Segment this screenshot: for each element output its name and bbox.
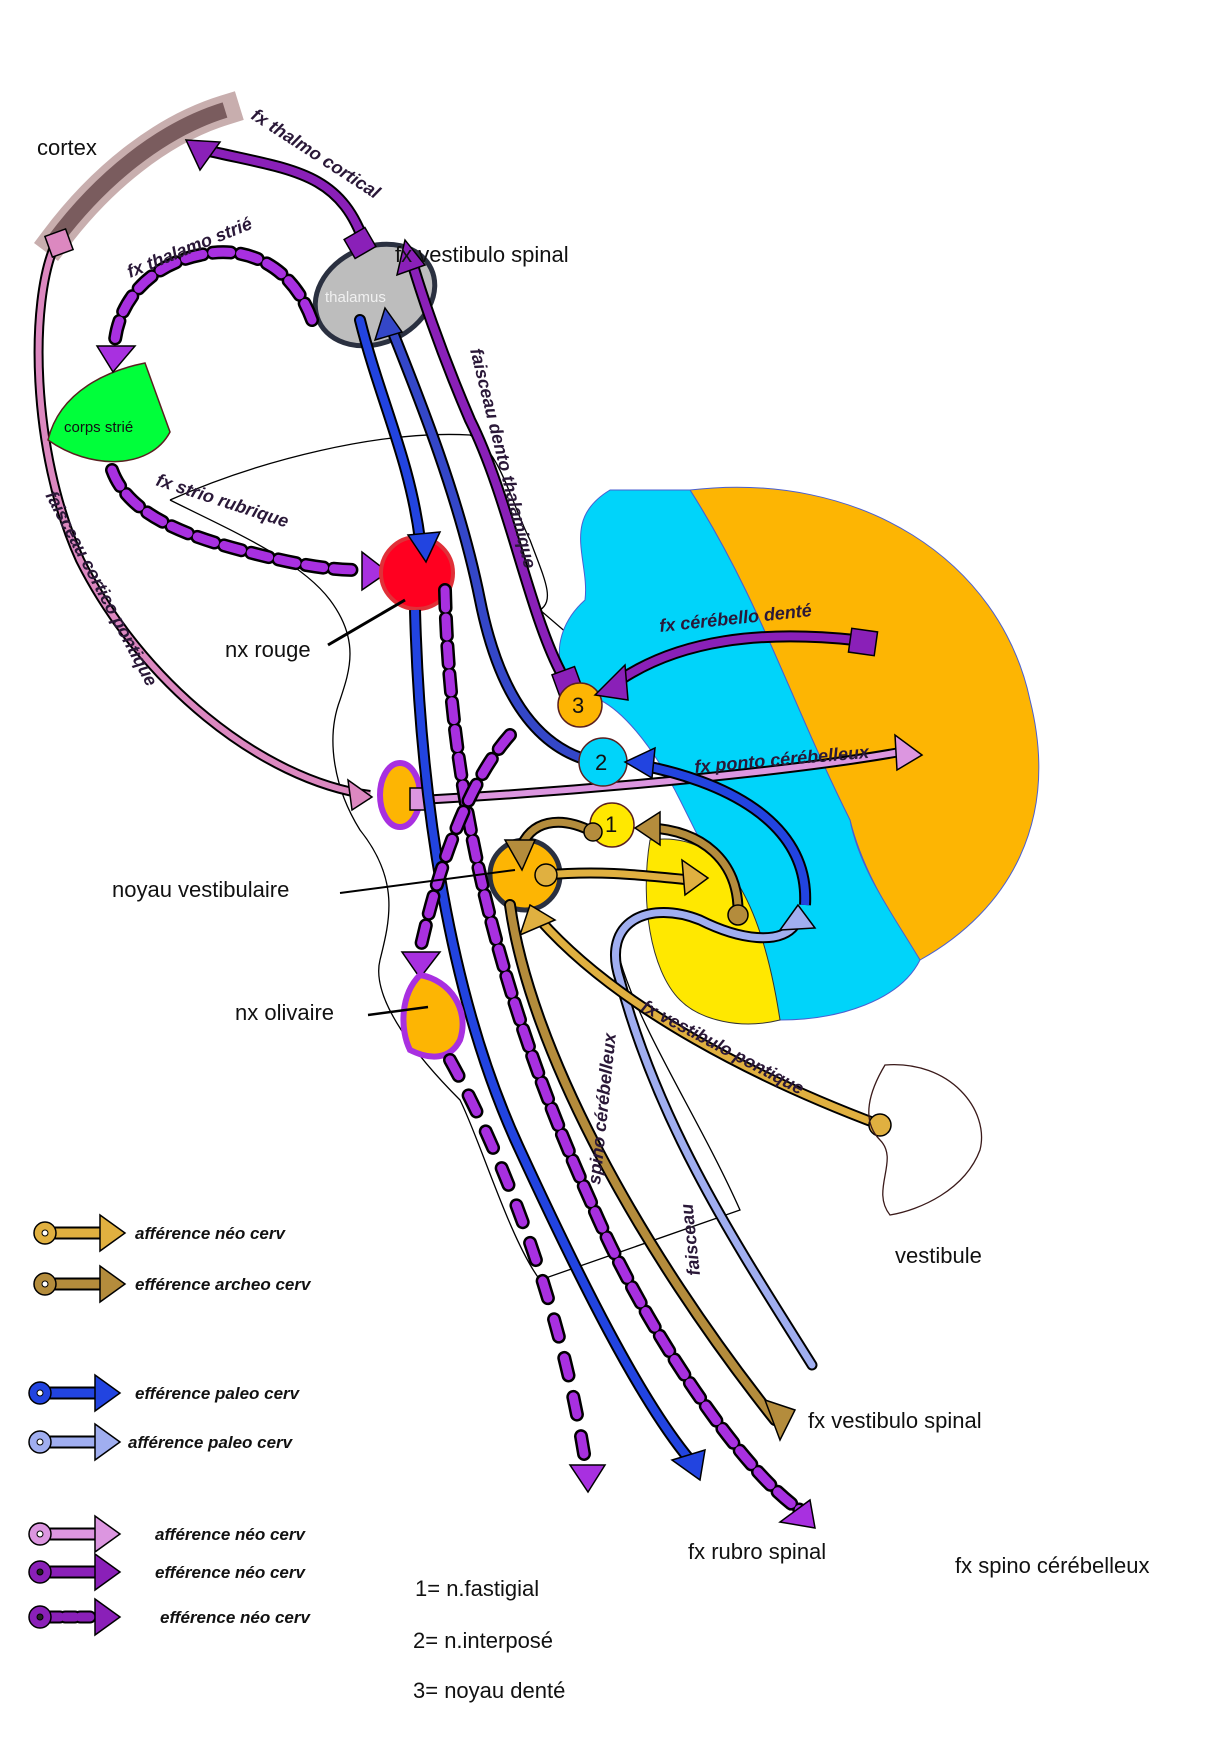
cortex-label: cortex <box>37 135 97 160</box>
cerebello-dente-arrowhead <box>593 663 629 701</box>
dashed-efferent-olive-arrowhead <box>400 951 442 980</box>
thalamus-label: thalamus <box>325 289 386 306</box>
legend-arrowhead <box>94 1373 122 1413</box>
corps-strie <box>47 362 171 463</box>
dashed-efferent-long-arrowhead <box>778 1498 816 1529</box>
thalmo-cortical-arrowhead <box>184 139 222 172</box>
spino-cerebelleux-vertical-label: spino cérébelleux <box>584 1031 620 1185</box>
rubro-spinal-label: fx rubro spinal <box>688 1539 826 1564</box>
archeo-loop-origin <box>727 904 749 926</box>
vestibule-outline <box>868 1064 983 1216</box>
nucleus-2-label: 2 <box>595 750 607 775</box>
strio-rubrique-tract <box>105 463 367 577</box>
nx-olivaire <box>400 971 466 1060</box>
legend-arrowhead <box>99 1264 127 1304</box>
legend-label: afférence néo cerv <box>155 1525 306 1544</box>
vestibule-label: vestibule <box>895 1243 982 1268</box>
nucleus-1-label: 1 <box>605 812 617 837</box>
ponto-cerebelleux-arrowhead <box>894 733 924 772</box>
legend-label: afférence paleo cerv <box>128 1433 294 1452</box>
vestibulo-spinal-bottom-label: fx vestibulo spinal <box>808 1408 982 1433</box>
legend-label: efférence archeo cerv <box>135 1275 312 1294</box>
dashed-olivo-descending <box>443 1053 592 1467</box>
legend-arrowhead <box>94 1552 122 1592</box>
legend-item: efférence paleo cerv <box>28 1373 301 1413</box>
nucleus-3-label: 3 <box>572 693 584 718</box>
archeo-loop-arrowhead <box>633 810 661 847</box>
nuclei-key-1: 1= n.fastigial <box>415 1576 539 1601</box>
vestibulaire-pointer <box>339 869 516 894</box>
vestibulo-pontique-origin <box>868 1113 892 1137</box>
fastigial-origin-dot <box>583 822 603 842</box>
dashed-olivo-descending-arrowhead <box>568 1464 607 1494</box>
nuclei-key-3: 3= noyau denté <box>413 1678 565 1703</box>
vestibulo-cerebellar-origin <box>534 863 558 887</box>
spino-cerebelleux-arrowhead <box>778 903 817 931</box>
legend-label: efférence néo cerv <box>160 1608 311 1627</box>
interpose-thalamic-arrowhead <box>373 306 404 342</box>
nucleus-3-dente <box>557 682 603 728</box>
vestibulo-cerebellar-arrowhead <box>681 858 710 897</box>
dento-thalamique-label: faisceau dento thalamique <box>466 346 540 570</box>
legend-item: efférence néo cerv <box>28 1597 311 1637</box>
fastigio-vestibular-arrowhead <box>503 839 537 872</box>
vestibulo-spinal-arrowhead <box>763 1398 797 1442</box>
corps-strie-label: corps strié <box>64 419 133 436</box>
cortico-pontique-start-marker <box>43 227 75 259</box>
nx-olivaire-label: nx olivaire <box>235 1000 334 1025</box>
legend: afférence néo cerv efférence archeo cerv e… <box>28 1213 312 1637</box>
paleo-efferent-arrowhead-interpose <box>623 746 656 780</box>
thalamo-strie-arrowhead <box>95 345 137 374</box>
legend-item: efférence archeo cerv <box>33 1264 312 1304</box>
legend-item: efférence néo cerv <box>28 1552 306 1592</box>
legend-arrowhead <box>94 1597 122 1637</box>
paleo-efferent-arrowhead-rouge <box>406 531 442 564</box>
legend-label: afférence néo cerv <box>135 1224 286 1243</box>
legend-arrowhead <box>94 1422 122 1462</box>
faisceau-vertical-label: faisceau <box>677 1203 704 1277</box>
noyau-vestibulaire-label: noyau vestibulaire <box>112 877 289 902</box>
nx-rouge-pointer <box>327 598 406 647</box>
thalmo-cortical-start-marker <box>343 226 377 260</box>
legend-label: efférence néo cerv <box>155 1563 306 1582</box>
rubro-spinal-arrowhead <box>670 1448 706 1482</box>
olivaire-pointer <box>367 1005 429 1017</box>
cerebello-dente-start-marker <box>847 627 879 657</box>
dento-thalamique-arrowhead <box>395 238 427 277</box>
legend-arrowhead <box>99 1213 127 1253</box>
thalmo-cortical-label: fx thalmo cortical <box>248 105 385 203</box>
cortico-pontique-arrowhead <box>347 778 374 812</box>
spino-cerebelleux-bottom-label: fx spino cérébelleux <box>955 1553 1149 1578</box>
nuclei-key-2: 2= n.interposé <box>413 1628 553 1653</box>
legend-item: afférence néo cerv <box>28 1514 306 1554</box>
nx-rouge-label: nx rouge <box>225 637 311 662</box>
vestibulo-spinal-top-label: fx vestibulo spinal <box>395 242 569 267</box>
strio-rubrique-arrowhead <box>361 550 390 592</box>
legend-arrowhead <box>94 1514 122 1554</box>
legend-label: efférence paleo cerv <box>135 1384 301 1403</box>
legend-item: afférence néo cerv <box>33 1213 286 1253</box>
cortex-band <box>48 102 228 245</box>
legend-item: afférence paleo cerv <box>28 1422 294 1462</box>
vestibulo-pontique-arrowhead <box>518 903 557 937</box>
